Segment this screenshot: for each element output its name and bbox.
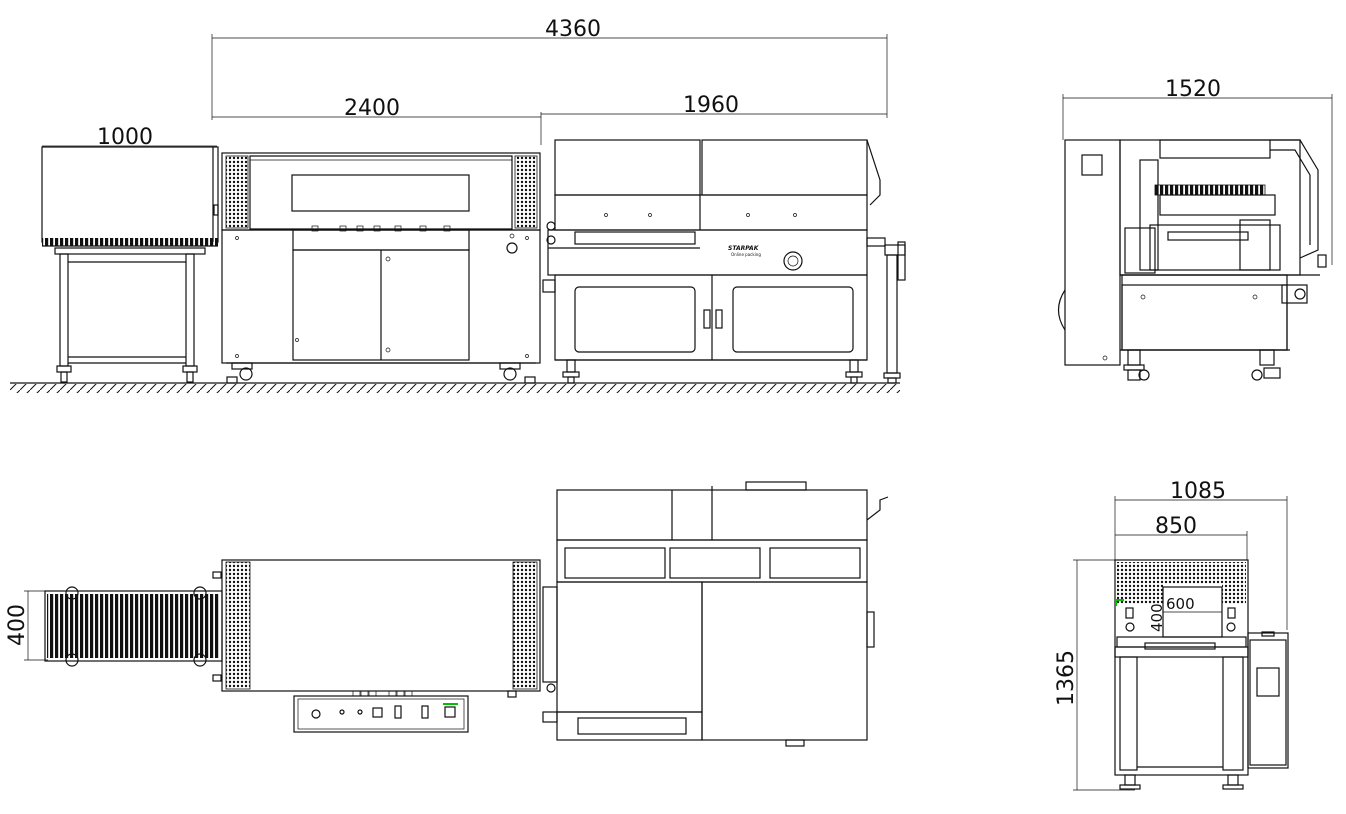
brand-subtitle: Online packing [731,252,761,257]
top-view: 400 [5,481,889,747]
top-conveyor-width-label: 400 [5,604,30,646]
infeed-length-label: 1000 [97,125,153,150]
dimension-opening-width: 600 [1163,595,1222,613]
l-sealer-front: STARPAK Online packing [542,139,906,384]
infeed-conveyor-front [41,146,219,383]
dimension-end-inner-width: 850 [1115,514,1248,560]
shrink-tunnel-front [221,152,541,384]
dimension-top-conveyor-width: 400 [5,590,48,661]
dimension-side-width: 1520 [1062,77,1333,265]
total-height-label: 1365 [1054,650,1079,706]
dimension-total-height: 1365 [1054,559,1135,791]
end-view: 1085 850 1365 600 400 [1054,479,1289,791]
dimension-end-outer-width: 1085 [1114,479,1288,630]
dimension-infeed-length: 1000 [42,125,217,150]
dimension-opening-height: 400 [1148,587,1166,637]
end-inner-width-label: 850 [1155,514,1197,539]
side-width-label: 1520 [1165,77,1221,102]
dimension-tunnel-length: 2400 [212,96,542,145]
tunnel-length-label: 2400 [344,96,400,121]
overall-length-label: 4360 [545,17,601,42]
ground-line [10,382,900,393]
dimension-overall-length: 4360 [211,17,888,120]
sealer-length-label: 1960 [683,93,739,118]
side-view: 1520 [1057,77,1333,381]
brand-logo: STARPAK [728,245,760,252]
front-view: 4360 2400 1960 1000 [10,17,906,393]
control-panel [293,690,469,733]
opening-height-label: 400 [1148,603,1166,632]
opening-width-label: 600 [1166,595,1195,613]
dimension-sealer-length: 1960 [541,93,887,118]
end-outer-width-label: 1085 [1170,479,1226,504]
